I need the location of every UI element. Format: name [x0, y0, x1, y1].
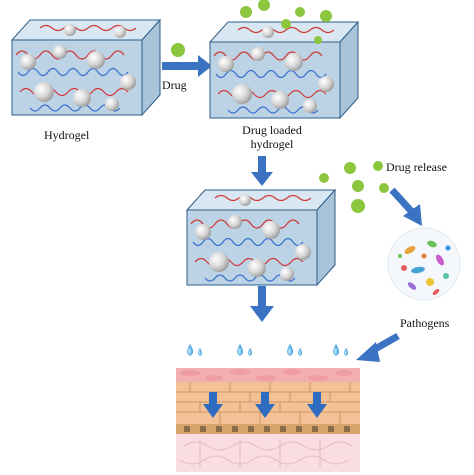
- pathogens-label: Pathogens: [400, 316, 450, 330]
- loaded-drug-dots: [240, 0, 332, 44]
- hydrogel-box: [10, 18, 162, 117]
- released-drug-dots: [319, 161, 389, 213]
- drug-release-label: Drug release: [386, 160, 447, 174]
- hydrogel-label: Hydrogel: [44, 128, 90, 142]
- arrow-right: [162, 55, 212, 77]
- sphere-particles: [218, 26, 334, 113]
- releasing-hydrogel-box: [185, 188, 337, 287]
- drug-loaded-hydrogel-box: [208, 0, 360, 120]
- skin-tissue: [176, 368, 360, 472]
- arrow-down: [251, 156, 273, 186]
- polymer-chains: [213, 26, 335, 114]
- drug-loaded-label-line2: hydrogel: [250, 137, 294, 151]
- drug-label: Drug: [162, 78, 187, 92]
- water-droplets: [187, 344, 348, 356]
- sphere-particles: [20, 24, 136, 111]
- arrow-down-to-skin: [250, 286, 274, 322]
- pathogens-illustration: [387, 227, 461, 301]
- penetration-arrows: [203, 392, 327, 418]
- arrow-pathogens-to-skin: [356, 332, 400, 362]
- drug-loaded-label-line1: Drug loaded: [242, 123, 302, 137]
- drug-dot: [171, 43, 185, 57]
- arrow-to-pathogens: [389, 187, 422, 226]
- sphere-particles: [195, 194, 311, 281]
